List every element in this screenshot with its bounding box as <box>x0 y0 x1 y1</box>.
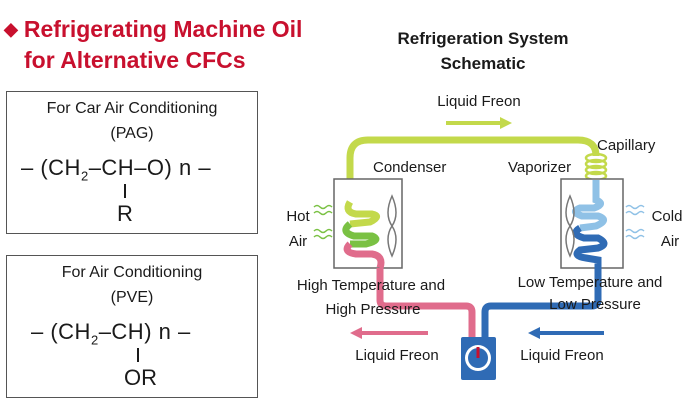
capillary-label: Capillary <box>597 137 656 154</box>
pag-title: For Car Air Conditioning <box>46 100 218 117</box>
condenser-fan-icon <box>387 194 397 258</box>
schematic-title: Refrigeration System Schematic <box>358 26 608 76</box>
vaporizer-coil-bottom <box>572 224 608 268</box>
high-pressure-pipe <box>376 268 476 340</box>
hot-label: Hot <box>286 208 310 225</box>
right-flow-arrow <box>528 327 604 339</box>
cold-air-wave-icon <box>625 204 645 240</box>
condenser-coil-bottom <box>343 241 385 270</box>
pve-title: For Air Conditioning <box>61 264 203 281</box>
pag-code: (PAG) <box>110 125 154 142</box>
top-flow-arrow <box>446 117 512 129</box>
condenser-label: Condenser <box>373 159 446 176</box>
vaporizer-label: Vaporizer <box>508 159 571 176</box>
top-liquid-freon-label: Liquid Freon <box>437 93 520 110</box>
hot-liquid-pipe <box>346 136 600 202</box>
low-temp-label-line-2: Low Pressure <box>549 296 641 313</box>
vaporizer-fan-icon <box>565 194 575 258</box>
pve-code: (PVE) <box>110 289 154 306</box>
left-liquid-freon-label: Liquid Freon <box>355 347 438 364</box>
pag-formula-sub: 2 <box>80 168 89 184</box>
section-heading: ◆Refrigerating Machine Oil for Alternati… <box>4 14 334 76</box>
high-temp-label-line-1: High Temperature and <box>297 277 445 294</box>
heading-line-2: for Alternative CFCs <box>24 47 246 73</box>
pve-substituent: OR <box>124 365 157 390</box>
pag-formula-right: –CH–O) n – <box>88 155 212 180</box>
vaporizer-coil-top <box>572 180 607 232</box>
pve-formula-right: –CH) n – <box>98 319 191 344</box>
pve-formula-sub: 2 <box>90 332 99 348</box>
pve-formula-box: For Air Conditioning (PVE) – (CH2–CH) n … <box>6 255 258 398</box>
hot-air-wave-icon <box>313 204 333 240</box>
refrigeration-schematic: Liquid Freon Capillary Condenser Hot Air… <box>286 93 683 380</box>
compressor-icon <box>461 337 496 380</box>
pve-bond-line <box>137 348 139 362</box>
pag-substituent: R <box>117 201 133 226</box>
pve-formula: – (CH2–CH) n – <box>31 319 191 353</box>
condenser-coil-middle <box>342 221 380 248</box>
low-pressure-pipe <box>481 268 602 340</box>
pag-formula-box: For Car Air Conditioning (PAG) – (CH2–CH… <box>6 91 258 234</box>
condenser-coil-top <box>344 200 380 228</box>
schematic-title-line-1: Refrigeration System <box>397 29 569 48</box>
high-temp-label-line-2: High Pressure <box>325 301 420 318</box>
heading-line-1: ◆Refrigerating Machine Oil <box>4 14 334 45</box>
pag-bond-line <box>124 184 126 198</box>
pve-formula-left: – (CH <box>31 319 91 344</box>
low-temp-label-line-1: Low Temperature and <box>518 274 663 291</box>
schematic-title-line-2: Schematic <box>440 54 526 73</box>
cold-label: Cold <box>652 208 683 225</box>
hot-air-label: Air <box>289 233 307 250</box>
pag-formula-left: – (CH <box>21 155 81 180</box>
diamond-bullet-icon: ◆ <box>4 19 18 39</box>
right-liquid-freon-label: Liquid Freon <box>520 347 603 364</box>
left-flow-arrow <box>350 327 428 339</box>
cold-air-label: Air <box>661 233 679 250</box>
capillary-coil-icon <box>584 152 608 182</box>
pag-formula: – (CH2–CH–O) n – <box>21 155 211 189</box>
heading-text-1: Refrigerating Machine Oil <box>23 16 303 42</box>
